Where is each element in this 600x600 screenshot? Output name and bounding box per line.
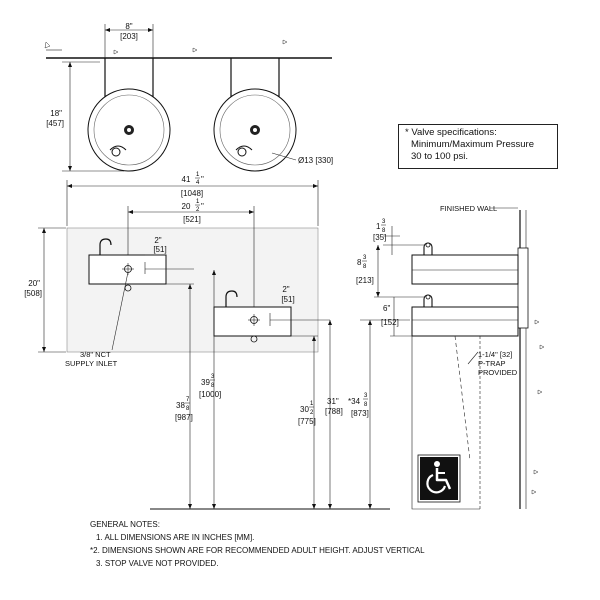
general-note-3: 3. STOP VALVE NOT PROVIDED.: [96, 559, 219, 568]
side-d2-dim: 8: [357, 258, 362, 267]
top-width-dim-mm: [203]: [120, 32, 138, 41]
height-1-dim: 39: [201, 378, 210, 387]
high-unit-offset-dim-mm: [51]: [153, 245, 166, 254]
low-fountain-side: [411, 294, 519, 337]
top-depth-dim-mm: [457]: [46, 119, 64, 128]
side-d1-frac-n: 3: [382, 219, 386, 225]
general-note-2: *2. DIMENSIONS SHOWN ARE FOR RECOMMENDED…: [90, 546, 425, 555]
height-1-frac-n: 3: [211, 374, 215, 380]
bowl-diameter-dim: Ø13 [330]: [298, 156, 333, 165]
general-notes-title: GENERAL NOTES:: [90, 520, 160, 529]
height-3-dim-mm: [775]: [298, 417, 316, 426]
valve-spec-line-1: * Valve specifications:: [405, 127, 497, 138]
height-1-frac-d: 8: [211, 383, 215, 389]
overall-width-dim: 41: [182, 175, 191, 184]
top-view: 8" [203] 18" [457]: [44, 22, 333, 172]
offset-width-frac-d: 2: [196, 207, 200, 213]
height-2-frac-d: 8: [186, 406, 190, 412]
height-1-dim-mm: [1000]: [199, 390, 221, 399]
height-2-dim-mm: [987]: [175, 413, 193, 422]
height-5-frac-n: 3: [364, 393, 368, 399]
overall-width-suffix: ": [201, 175, 204, 184]
ptrap-label-3: PROVIDED: [478, 368, 518, 377]
valve-spec-box: * Valve specifications: Minimum/Maximum …: [398, 124, 558, 169]
panel-height-dim-mm: [508]: [24, 289, 42, 298]
height-5-dim-mm: [873]: [351, 409, 369, 418]
left-bowl-top: [87, 58, 171, 172]
front-view: 41 1 4 " [1048] 20 1 2 " [521] 20" [508]: [24, 172, 410, 510]
side-view: FINISHED WALL 1 3 8 [35]: [356, 204, 545, 510]
high-unit-offset-dim: 2": [154, 236, 161, 245]
low-unit-offset-dim-mm: [51]: [281, 295, 294, 304]
offset-width-suffix: ": [201, 202, 204, 211]
height-2-frac-n: 7: [186, 397, 190, 403]
offset-width-dim-mm: [521]: [183, 215, 201, 224]
wheelchair-accessibility-icon: [417, 454, 461, 503]
offset-width-dim: 20: [182, 202, 191, 211]
ptrap-label-2: P-TRAP: [478, 359, 506, 368]
side-d3-dim-mm: [152]: [381, 318, 399, 327]
valve-spec-line-2: Minimum/Maximum Pressure: [411, 139, 534, 150]
general-note-1: 1. ALL DIMENSIONS ARE IN INCHES [MM].: [96, 533, 255, 542]
side-d3-dim: 6": [383, 304, 390, 313]
high-fountain-front: [88, 238, 194, 292]
side-d2-dim-mm: [213]: [356, 276, 374, 285]
height-2-dim: 38: [176, 401, 185, 410]
overall-width-dim-mm: [1048]: [181, 189, 203, 198]
top-depth-dim: 18": [50, 109, 62, 118]
overall-width-frac-d: 4: [196, 180, 200, 186]
height-3-frac-n: 1: [310, 401, 314, 407]
side-d2-frac-n: 3: [363, 255, 367, 261]
right-bowl-top: [213, 58, 297, 172]
finished-wall-label: FINISHED WALL: [440, 204, 497, 213]
supply-inlet-label-2: SUPPLY INLET: [65, 359, 118, 368]
height-5-frac-d: 8: [364, 402, 368, 408]
panel-height-dim: 20": [28, 279, 40, 288]
height-5-dim: *34: [348, 397, 361, 406]
general-notes: GENERAL NOTES: 1. ALL DIMENSIONS ARE IN …: [90, 518, 425, 570]
low-unit-offset-dim: 2": [282, 285, 289, 294]
height-4-dim: 31": [327, 397, 339, 406]
ptrap-label-1: 1-1/4" [32]: [478, 350, 512, 359]
height-4-dim-mm: [788]: [325, 407, 343, 416]
supply-inlet-label-1: 3/8" NCT: [80, 350, 111, 359]
high-fountain-side: [411, 242, 519, 285]
side-d1-frac-d: 8: [382, 228, 386, 234]
side-d1-dim-mm: [35]: [373, 233, 386, 242]
height-3-dim: 30: [300, 405, 309, 414]
side-d1-dim: 1: [376, 222, 381, 231]
side-d2-frac-d: 8: [363, 264, 367, 270]
valve-spec-line-3: 30 to 100 psi.: [411, 151, 469, 162]
height-3-frac-d: 2: [310, 410, 314, 416]
offset-width-frac-n: 1: [196, 199, 200, 205]
overall-width-frac-n: 1: [196, 172, 200, 178]
top-width-dim: 8": [125, 22, 132, 31]
low-fountain-front: [213, 290, 330, 343]
